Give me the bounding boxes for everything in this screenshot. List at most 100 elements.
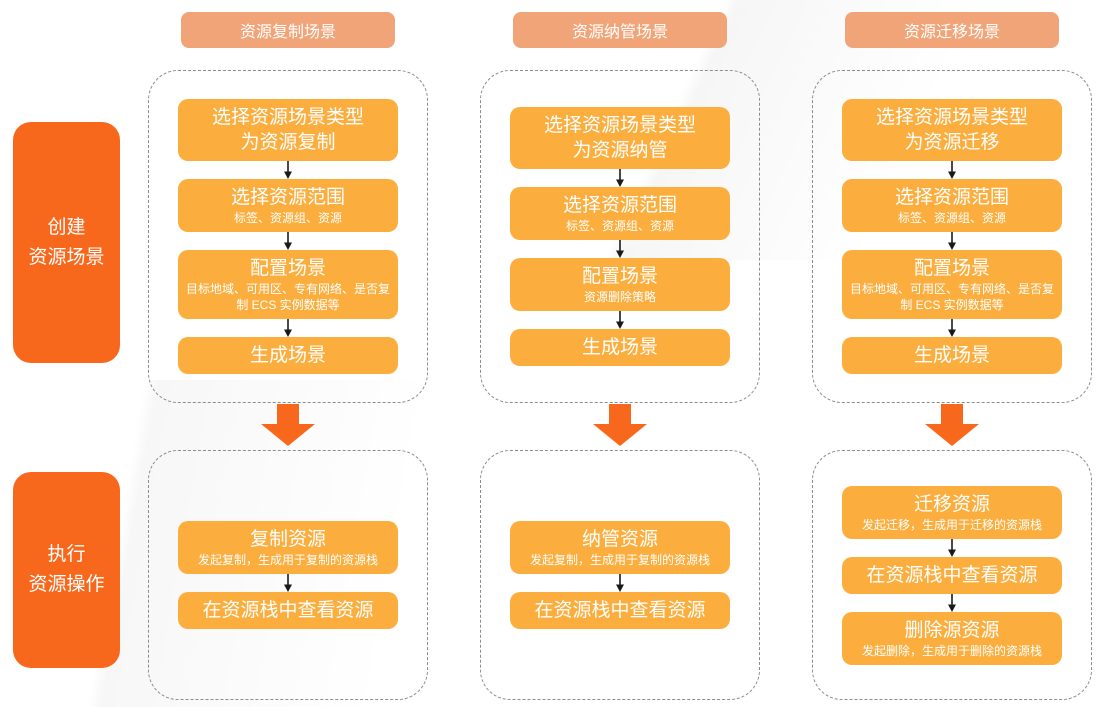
arrow-down-icon bbox=[614, 169, 626, 187]
row-label-line: 执行 bbox=[47, 544, 86, 565]
step-generate-scenario: 生成场景 bbox=[178, 337, 398, 374]
arrow-down-icon bbox=[282, 319, 294, 337]
step-configure-scenario: 配置场景 目标地域、可用区、专有网络、是否复制 ECS 实例数据等 bbox=[178, 250, 398, 319]
step-title-line: 在资源栈中查看资源 bbox=[202, 600, 374, 621]
step-subtitle: 标签、资源组、资源 bbox=[897, 211, 1006, 225]
step-select-resource-scope: 选择资源范围 标签、资源组、资源 bbox=[178, 179, 398, 232]
arrow-down-icon bbox=[282, 232, 294, 250]
arrow-down-icon bbox=[946, 538, 958, 557]
step-title-line: 生成场景 bbox=[581, 337, 658, 358]
step-title-line: 选择资源范围 bbox=[562, 195, 677, 216]
step-title-line: 选择资源范围 bbox=[230, 187, 345, 208]
step-subtitle: 标签、资源组、资源 bbox=[565, 219, 674, 233]
create-container-migrate: 选择资源场景类型 为资源迁移 选择资源范围 标签、资源组、资源 配置场景 目标地… bbox=[812, 70, 1092, 403]
step-title-line: 复制资源 bbox=[249, 529, 326, 550]
step-title-line: 为资源复制 bbox=[240, 132, 336, 153]
step-title: 生成场景 bbox=[518, 335, 722, 360]
arrow-down-icon bbox=[614, 574, 626, 592]
arrow-down-icon bbox=[614, 240, 626, 258]
step-title: 选择资源范围 bbox=[850, 185, 1054, 210]
step-migrate-resources: 迁移资源 发起迁移，生成用于迁移的资源栈 bbox=[842, 485, 1062, 539]
step-title: 选择资源场景类型 为资源复制 bbox=[186, 105, 390, 155]
step-title: 选择资源范围 bbox=[186, 185, 390, 210]
step-title-line: 生成场景 bbox=[913, 345, 990, 366]
step-title-line: 删除源资源 bbox=[904, 619, 1000, 641]
step-title-line: 选择资源场景类型 bbox=[875, 107, 1028, 128]
step-title-line: 为资源纳管 bbox=[572, 140, 668, 161]
execute-container-migrate: 迁移资源 发起迁移，生成用于迁移的资源栈 在资源栈中查看资源 删除源资源 发起删… bbox=[812, 450, 1092, 700]
step-select-scenario-type: 选择资源场景类型 为资源纳管 bbox=[510, 107, 730, 169]
step-title: 配置场景 bbox=[518, 264, 722, 289]
arrow-down-icon bbox=[614, 311, 626, 329]
row-label-line: 资源操作 bbox=[28, 574, 105, 595]
step-subtitle: 发起迁移，生成用于迁移的资源栈 bbox=[861, 517, 1042, 532]
column-header-manage-scenario: 资源纳管场景 bbox=[513, 12, 727, 48]
execute-container-copy: 复制资源 发起复制，生成用于复制的资源栈 在资源栈中查看资源 bbox=[148, 450, 428, 700]
execute-container-manage: 纳管资源 发起复制，生成用于复制的资源栈 在资源栈中查看资源 bbox=[480, 450, 760, 700]
step-title-line: 选择资源范围 bbox=[894, 187, 1009, 208]
big-down-arrow-icon bbox=[261, 404, 315, 446]
step-subtitle: 发起复制，生成用于复制的资源栈 bbox=[197, 553, 378, 567]
step-title-line: 选择资源场景类型 bbox=[211, 107, 364, 128]
step-select-resource-scope: 选择资源范围 标签、资源组、资源 bbox=[510, 187, 730, 240]
step-title: 纳管资源 bbox=[518, 527, 722, 552]
step-title: 复制资源 bbox=[186, 527, 390, 552]
step-title: 选择资源范围 bbox=[518, 193, 722, 218]
create-container-manage: 选择资源场景类型 为资源纳管 选择资源范围 标签、资源组、资源 配置场景 资源删… bbox=[480, 70, 760, 403]
step-subtitle: 目标地域、可用区、专有网络、是否复制 ECS 实例数据等 bbox=[186, 282, 391, 312]
step-select-scenario-type: 选择资源场景类型 为资源复制 bbox=[178, 99, 398, 161]
step-title-line: 纳管资源 bbox=[581, 529, 658, 550]
step-title: 选择资源场景类型 为资源迁移 bbox=[850, 105, 1054, 155]
step-title: 配置场景 bbox=[186, 256, 390, 281]
arrow-down-icon bbox=[946, 161, 958, 179]
step-generate-scenario: 生成场景 bbox=[510, 329, 730, 366]
step-title-line: 配置场景 bbox=[581, 266, 658, 287]
step-title: 在资源栈中查看资源 bbox=[186, 598, 390, 623]
row-label-line: 创建 bbox=[47, 216, 86, 238]
step-subtitle: 发起复制，生成用于复制的资源栈 bbox=[529, 553, 710, 567]
column-header-copy-scenario: 资源复制场景 bbox=[181, 12, 395, 48]
step-manage-resources: 纳管资源 发起复制，生成用于复制的资源栈 bbox=[510, 521, 730, 574]
step-title-line: 生成场景 bbox=[249, 345, 326, 366]
step-view-resources-in-stack: 在资源栈中查看资源 bbox=[178, 592, 398, 629]
step-subtitle: 标签、资源组、资源 bbox=[233, 211, 342, 225]
row-label-create-scenario: 创建 资源场景 bbox=[13, 122, 120, 363]
step-title-line: 在资源栈中查看资源 bbox=[534, 600, 706, 621]
step-select-scenario-type: 选择资源场景类型 为资源迁移 bbox=[842, 99, 1062, 161]
step-subtitle: 目标地域、可用区、专有网络、是否复制 ECS 实例数据等 bbox=[850, 282, 1055, 312]
step-title-line: 在资源栈中查看资源 bbox=[866, 564, 1038, 586]
step-title: 选择资源场景类型 为资源纳管 bbox=[518, 113, 722, 163]
step-title: 在资源栈中查看资源 bbox=[518, 598, 722, 623]
big-down-arrow-icon bbox=[925, 404, 979, 446]
step-title: 在资源栈中查看资源 bbox=[850, 563, 1054, 588]
step-generate-scenario: 生成场景 bbox=[842, 337, 1062, 374]
step-subtitle: 资源删除策略 bbox=[583, 290, 656, 304]
arrow-down-icon bbox=[282, 161, 294, 179]
step-title-line: 为资源迁移 bbox=[904, 132, 1000, 153]
step-view-resources-in-stack: 在资源栈中查看资源 bbox=[510, 592, 730, 629]
step-title: 迁移资源 bbox=[850, 492, 1054, 517]
step-view-resources-in-stack: 在资源栈中查看资源 bbox=[842, 556, 1062, 594]
step-title: 生成场景 bbox=[850, 343, 1054, 368]
row-label-line: 资源场景 bbox=[28, 246, 105, 268]
arrow-down-icon bbox=[946, 319, 958, 337]
step-select-resource-scope: 选择资源范围 标签、资源组、资源 bbox=[842, 179, 1062, 232]
step-title: 配置场景 bbox=[850, 256, 1054, 281]
step-delete-source-resources: 删除源资源 发起删除，生成用于删除的资源栈 bbox=[842, 611, 1062, 665]
arrow-down-icon bbox=[946, 232, 958, 250]
step-subtitle: 发起删除，生成用于删除的资源栈 bbox=[861, 643, 1042, 658]
create-container-copy: 选择资源场景类型 为资源复制 选择资源范围 标签、资源组、资源 配置场景 目标地… bbox=[148, 70, 428, 403]
step-title-line: 配置场景 bbox=[249, 258, 326, 279]
step-title-line: 选择资源场景类型 bbox=[543, 115, 696, 136]
arrow-down-icon bbox=[282, 574, 294, 592]
step-configure-scenario: 配置场景 目标地域、可用区、专有网络、是否复制 ECS 实例数据等 bbox=[842, 250, 1062, 319]
step-title: 生成场景 bbox=[186, 343, 390, 368]
step-title: 删除源资源 bbox=[850, 618, 1054, 643]
row-label-execute-operations: 执行 资源操作 bbox=[13, 472, 120, 668]
step-copy-resources: 复制资源 发起复制，生成用于复制的资源栈 bbox=[178, 521, 398, 574]
column-header-migrate-scenario: 资源迁移场景 bbox=[845, 12, 1059, 48]
step-title-line: 配置场景 bbox=[913, 258, 990, 279]
step-title-line: 迁移资源 bbox=[913, 493, 990, 515]
arrow-down-icon bbox=[946, 593, 958, 612]
